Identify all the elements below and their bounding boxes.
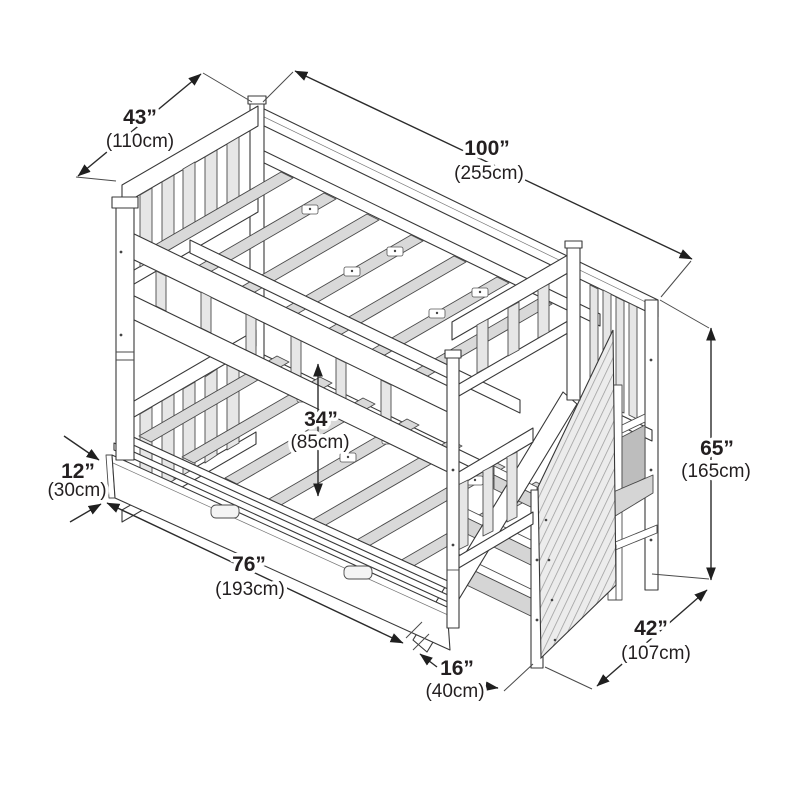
staircase xyxy=(412,284,659,669)
trundle-handle xyxy=(343,565,373,580)
slat xyxy=(537,283,550,339)
stair-mid-post-cap xyxy=(564,240,583,249)
panel-hatch xyxy=(537,329,617,660)
dimension-annotations: 43” (110cm) 100” (255cm) 34” (85cm) 12” … xyxy=(44,70,754,706)
guard-slats xyxy=(155,270,392,422)
stair-rear-post xyxy=(644,299,659,591)
stair-side-panel xyxy=(537,329,617,660)
dim-stair-offset-cm: (40cm) xyxy=(425,681,484,702)
deck-slat xyxy=(315,255,467,343)
trundle-handle xyxy=(210,504,240,519)
stair-railing-slats xyxy=(589,284,638,420)
dimension-total-height: 65” (165cm) xyxy=(651,299,754,581)
dim-stair-offset-in: 16” xyxy=(440,657,474,680)
back-left-post-cap xyxy=(247,95,267,105)
dim-staircase-depth-cm: (107cm) xyxy=(621,643,691,664)
slat xyxy=(482,465,494,537)
dim-total-length-in: 100” xyxy=(464,137,510,160)
front-right-post xyxy=(446,357,460,629)
dimension-trundle-height: 12” (30cm) xyxy=(44,435,110,523)
lower-footboard xyxy=(451,427,534,573)
dim-total-height-in: 65” xyxy=(700,437,734,460)
stair-mid-post xyxy=(566,244,581,401)
front-left-post-cap xyxy=(111,196,139,209)
dim-bed-width-in: 43” xyxy=(123,106,157,129)
dim-bed-length-cm: (193cm) xyxy=(215,579,285,600)
dim-trundle-height-in: 12” xyxy=(61,460,95,483)
cubby-top-rail xyxy=(621,413,646,434)
deck-slat xyxy=(181,376,333,464)
dimension-total-length: 100” (255cm) xyxy=(262,70,693,298)
center-support-rail xyxy=(189,239,521,414)
slat xyxy=(290,335,302,378)
dimension-stair-offset: 16” (40cm) xyxy=(419,653,534,706)
slat xyxy=(476,318,489,374)
dim-trundle-height-cm: (30cm) xyxy=(47,480,106,501)
slat xyxy=(506,451,518,523)
dim-bunk-spacing-cm: (85cm) xyxy=(290,432,349,453)
dim-bed-width-cm: (110cm) xyxy=(106,131,174,152)
trundle-front-face xyxy=(111,454,451,651)
dim-total-length-cm: (255cm) xyxy=(454,163,524,184)
slat xyxy=(200,291,212,334)
slat xyxy=(507,301,520,357)
slat xyxy=(615,296,625,414)
bunk-bed-illustration xyxy=(105,95,659,669)
slat xyxy=(245,313,257,356)
dim-total-height-cm: (165cm) xyxy=(681,461,751,482)
deck-slat xyxy=(138,355,290,443)
slat xyxy=(628,302,638,420)
upper-footboard xyxy=(451,240,583,401)
front-right-post-cap xyxy=(444,349,462,359)
dim-bed-length-in: 76” xyxy=(232,553,266,576)
dim-bunk-spacing-in: 34” xyxy=(304,408,338,431)
dimension-bed-length: 76” (193cm) xyxy=(106,502,430,651)
slat xyxy=(335,357,347,400)
slat xyxy=(155,270,167,312)
front-posts xyxy=(111,196,653,629)
dimension-bunk-spacing: 34” (85cm) xyxy=(287,363,353,497)
dimension-bed-width: 43” (110cm) xyxy=(75,72,253,182)
dim-staircase-depth-in: 42” xyxy=(634,617,668,640)
front-left-post xyxy=(115,207,135,461)
dimension-staircase-depth: 42” (107cm) xyxy=(544,589,708,690)
trundle-drawer xyxy=(105,454,451,651)
slat xyxy=(380,379,392,422)
